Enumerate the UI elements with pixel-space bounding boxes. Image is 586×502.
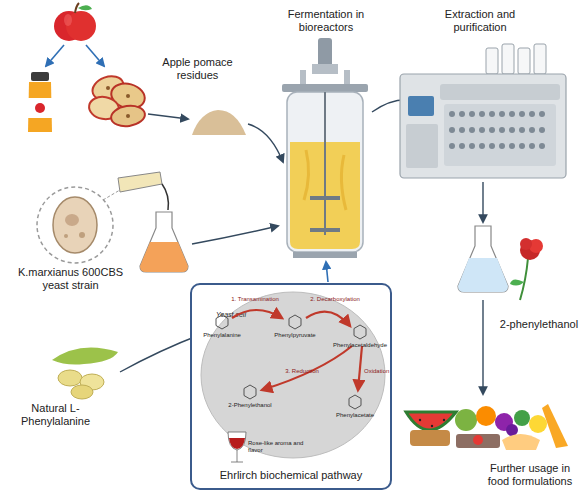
caption-label: K.marxianus 600CBS yeast strain <box>8 266 133 292</box>
juice-bottle <box>28 72 52 132</box>
pathway-box: Ehrlirch biochemical pathway Yeast cell <box>190 283 392 490</box>
caption-label: 2-phenylethanol <box>494 318 584 331</box>
caption-label: Further usage in food formulations <box>478 462 582 488</box>
flow-arrow <box>482 182 483 222</box>
node-label: Ehrlirch biochemical pathway <box>192 469 390 482</box>
product-flask <box>458 226 508 292</box>
pouring-tube <box>118 172 168 210</box>
caption-label: Apple pomace residues <box>150 56 245 82</box>
pomace-powder <box>192 110 246 135</box>
flow-arrow <box>192 226 278 244</box>
node-label: Yeast cell <box>216 311 246 319</box>
caption-label: Extraction and purification <box>420 8 540 34</box>
molecule-rings <box>216 315 366 409</box>
rose <box>510 238 543 300</box>
food-items <box>406 404 568 450</box>
flow-arrow <box>46 45 64 66</box>
extraction-instrument <box>400 44 566 178</box>
yeast-cell: Yeast cell <box>200 291 386 459</box>
reaction-arrows <box>232 310 362 390</box>
apple <box>54 3 96 41</box>
cell-ellipse <box>201 292 385 458</box>
flow-arrow <box>326 262 328 282</box>
caption-label: Fermentation in bioreactors <box>266 8 386 34</box>
caption-label: Natural L-Phenylalanine <box>8 402 103 428</box>
bioreactor <box>282 38 368 258</box>
flow-arrow <box>86 45 104 66</box>
yeast-zoom <box>37 187 125 263</box>
wine-glass <box>228 432 246 462</box>
flow-arrow <box>148 114 188 119</box>
apple-chips <box>87 72 147 128</box>
beans <box>52 348 118 400</box>
flow-arrow <box>482 300 483 394</box>
culture-flask <box>140 212 188 272</box>
flow-arrow <box>248 124 283 162</box>
